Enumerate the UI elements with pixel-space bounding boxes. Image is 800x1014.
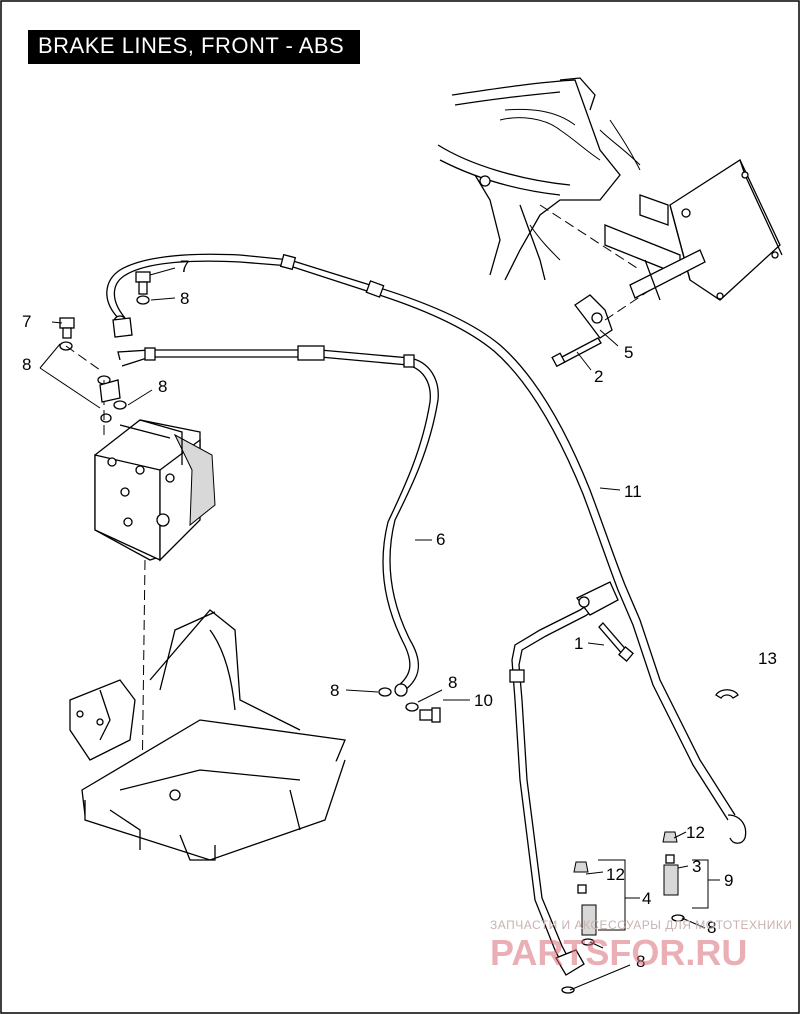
callout-label: 2 <box>594 367 604 386</box>
title-banner <box>28 30 360 64</box>
watermark-logo: PARTSFOR.RU <box>490 932 748 973</box>
callout-label: 5 <box>624 343 634 362</box>
callout-label: 4 <box>642 889 652 908</box>
banjo-bolt-part-7-left <box>59 317 75 339</box>
callout-label: 3 <box>692 857 702 876</box>
banjo-bolt-part-10 <box>419 707 441 723</box>
page-title: BRAKE LINES, FRONT - ABS <box>38 33 345 58</box>
callout-label: 8 <box>22 355 32 374</box>
banjo-bolt-part-7-upper <box>135 271 151 295</box>
callout-label: 12 <box>686 823 705 842</box>
callout-label: 8 <box>636 952 646 971</box>
brake-line-6 <box>117 345 439 697</box>
callout-label: 9 <box>724 871 734 890</box>
abs-mount-bracket <box>604 159 783 301</box>
callout-label: 8 <box>448 673 458 692</box>
clamp-part-5 <box>574 289 651 339</box>
frame-neck-section <box>437 77 641 281</box>
callout-label: 8 <box>158 377 168 396</box>
abs-alignment-line <box>141 559 146 791</box>
brake-line-lower-left-branch <box>509 581 619 976</box>
bolt-part-2 <box>551 337 602 368</box>
callout-label: 6 <box>436 530 446 549</box>
abs-module <box>94 419 216 562</box>
callout-label: 12 <box>606 865 625 884</box>
callout-label: 8 <box>330 681 340 700</box>
abs-banjo-fittings <box>99 317 133 403</box>
callout-label: 13 <box>758 649 777 668</box>
callout-label: 1 <box>574 634 584 653</box>
bolt-part-1 <box>598 622 634 662</box>
clip-part-13 <box>715 689 739 699</box>
leader-lines <box>39 267 720 991</box>
callout-label: 7 <box>22 312 32 331</box>
callout-label: 8 <box>707 918 717 937</box>
callout-label: 7 <box>180 257 190 276</box>
callout-label: 11 <box>624 482 642 501</box>
callout-label: 8 <box>180 289 190 308</box>
washers-part-8 <box>59 295 685 994</box>
watermark-tagline: ЗАПЧАСТИ И АКСЕССУАРЫ ДЛЯ МОТОТЕХНИКИ <box>490 918 793 932</box>
callout-label: 10 <box>474 691 493 710</box>
abs-mounting-tray <box>69 609 346 861</box>
bleeder-valves <box>573 831 679 936</box>
